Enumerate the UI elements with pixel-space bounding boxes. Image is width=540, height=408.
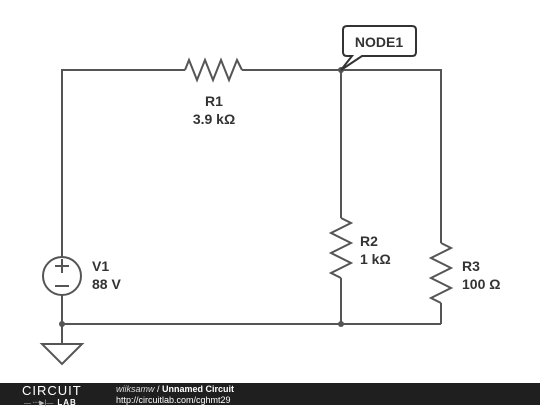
node1-callout: NODE1 [340, 25, 417, 71]
ground-icon [39, 343, 85, 366]
r1-value: 3.9 kΩ [193, 111, 235, 127]
author-name[interactable]: wiiksamw [116, 384, 155, 394]
resistor-r3 [428, 242, 454, 304]
logo-lab-text: LAB [57, 398, 77, 407]
r3-name: R3 [462, 258, 480, 274]
resistor-r1 [184, 57, 243, 83]
wires [61, 69, 442, 344]
circuitlab-logo[interactable]: CIRCUIT [22, 383, 82, 398]
wire-top-right [341, 69, 442, 243]
footer-bar: CIRCUIT —᠁▶|—LAB wiiksamw / Unnamed Circ… [0, 383, 540, 407]
r2-value: 1 kΩ [360, 251, 391, 267]
circuit-url[interactable]: http://circuitlab.com/cghmt29 [116, 395, 231, 405]
r1-name: R1 [205, 93, 223, 109]
wire-top-left [61, 69, 185, 257]
r3-value: 100 Ω [462, 276, 500, 292]
r2-name: R2 [360, 233, 378, 249]
circuitlab-logo-sub: —᠁▶|—LAB [24, 398, 77, 407]
resistor-r2 [328, 217, 354, 279]
circuit-diagram: NODE1 R1 3.9 kΩ R2 1 kΩ R3 100 Ω V1 88 V [39, 25, 500, 366]
junction-dot-bottom-left [59, 321, 65, 327]
node1-label: NODE1 [355, 34, 403, 50]
v1-name: V1 [92, 258, 109, 274]
footer-title-line: wiiksamw / Unnamed Circuit [116, 384, 234, 394]
v1-value: 88 V [92, 276, 121, 292]
voltage-source-v1 [42, 256, 82, 296]
junction-dot-bottom-middle [338, 321, 344, 327]
title-separator: / [154, 384, 163, 394]
circuit-name: Unnamed Circuit [162, 384, 235, 394]
